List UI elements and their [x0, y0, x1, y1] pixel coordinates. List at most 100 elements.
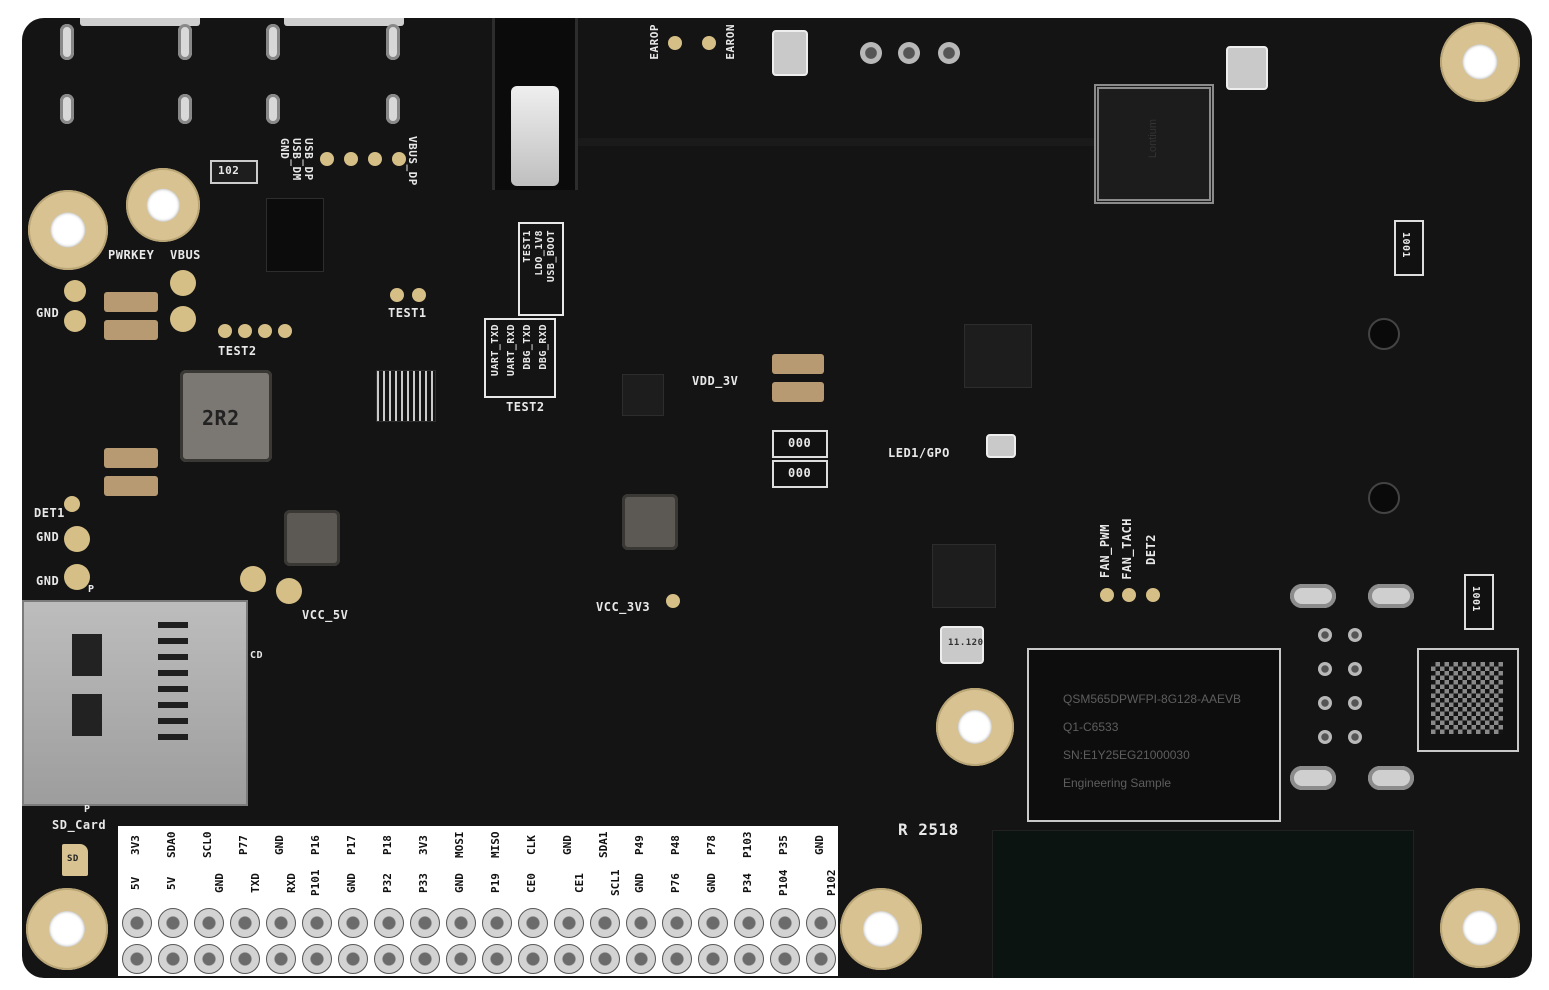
header-pin[interactable] — [158, 944, 188, 974]
label-test1-right: TEST1 — [522, 230, 533, 263]
header-pin[interactable] — [590, 908, 620, 938]
header-pin[interactable] — [338, 908, 368, 938]
test-pad — [238, 324, 252, 338]
usb-slot — [386, 94, 400, 124]
header-pin[interactable] — [518, 944, 548, 974]
header-pin[interactable] — [554, 944, 584, 974]
inductor-2r2: 2R2 — [180, 370, 272, 462]
header-pin-label: P78 — [705, 835, 718, 855]
test-pad — [668, 36, 682, 50]
header-pin[interactable] — [302, 944, 332, 974]
via — [1348, 730, 1362, 744]
header-pin[interactable] — [482, 944, 512, 974]
sd-card-slot[interactable] — [22, 600, 248, 806]
header-pin-label: P16 — [309, 835, 322, 855]
header-pin[interactable] — [194, 944, 224, 974]
crystal-11120: 11.120 — [940, 626, 984, 664]
zero-ohm-label: 000 — [788, 436, 812, 450]
header-pin-label: CE1 — [573, 873, 586, 893]
led-window — [1368, 482, 1400, 514]
label-uart-txd: UART_TXD — [490, 324, 501, 377]
header-pin[interactable] — [698, 908, 728, 938]
label-usb-dm-text: USB_DM — [290, 138, 303, 181]
header-pin-label: P102 — [825, 869, 838, 897]
header-pin[interactable] — [374, 908, 404, 938]
header-pin[interactable] — [806, 908, 836, 938]
header-pin-label: SCL0 — [201, 831, 214, 859]
header-pin[interactable] — [302, 908, 332, 938]
via — [898, 42, 920, 64]
label-p-small: P — [88, 584, 95, 595]
header-pin[interactable] — [518, 908, 548, 938]
label-ldo-1v8: LDO_1V8 — [534, 230, 545, 276]
header-pin[interactable] — [410, 944, 440, 974]
test-pad — [218, 324, 232, 338]
sd-finger — [158, 702, 188, 708]
header-pin-label: P104 — [777, 869, 790, 897]
header-pin[interactable] — [374, 944, 404, 974]
label-test2-left: TEST2 — [218, 344, 257, 358]
header-pin[interactable] — [662, 908, 692, 938]
board-revision: R 2518 — [898, 820, 959, 839]
label-fan-tach: FAN_TACH — [1120, 518, 1134, 580]
usb-c-port-right[interactable] — [284, 18, 404, 26]
header-pin[interactable] — [554, 908, 584, 938]
usb-c-port-left[interactable] — [80, 18, 200, 26]
label-pwrkey: PWRKEY — [108, 248, 155, 262]
test-pad — [666, 594, 680, 608]
header-pin-label: CLK — [525, 835, 538, 855]
header-pin-label: 3V3 — [129, 835, 142, 855]
header-pin[interactable] — [482, 908, 512, 938]
header-pin[interactable] — [446, 908, 476, 938]
header-pin-label: P32 — [381, 873, 394, 893]
header-pin[interactable] — [194, 908, 224, 938]
resistor-102-label: 102 — [218, 164, 240, 177]
header-pin[interactable] — [770, 944, 800, 974]
header-pin[interactable] — [230, 944, 260, 974]
resistor-1001: 1001 — [1394, 220, 1424, 276]
header-pin[interactable] — [266, 944, 296, 974]
resistor-102: 102 — [210, 160, 258, 184]
test-pad — [64, 280, 86, 302]
header-pin[interactable] — [266, 908, 296, 938]
header-pin[interactable] — [158, 908, 188, 938]
header-pin[interactable] — [806, 944, 836, 974]
header-pin-label: SDA1 — [597, 831, 610, 859]
resistor-1001-label: 1001 — [1400, 232, 1411, 259]
audio-jack[interactable] — [492, 18, 578, 190]
header-pin[interactable] — [698, 944, 728, 974]
debug-label-box: DBG_RXD DBG_TXD UART_RXD UART_TXD — [484, 318, 556, 398]
usb-slot — [386, 24, 400, 60]
header-pin[interactable] — [626, 944, 656, 974]
via — [1348, 628, 1362, 642]
header-pin[interactable] — [338, 944, 368, 974]
header-pin[interactable] — [122, 908, 152, 938]
header-pin[interactable] — [734, 944, 764, 974]
header-pin[interactable] — [590, 944, 620, 974]
crystal-label: 11.120 — [948, 638, 984, 648]
header-pin[interactable] — [230, 908, 260, 938]
via — [1318, 628, 1332, 642]
header-pin[interactable] — [410, 908, 440, 938]
label-det2: DET2 — [1144, 534, 1158, 565]
usb-slot — [266, 94, 280, 124]
resistor-1001-label: 1001 — [1470, 586, 1481, 613]
via — [1348, 662, 1362, 676]
ic-chip — [376, 370, 436, 422]
sd-icon-text: SD — [67, 854, 79, 864]
header-pin[interactable] — [626, 908, 656, 938]
label-test1-left: TEST1 — [388, 306, 427, 320]
header-pin[interactable] — [446, 944, 476, 974]
header-pin[interactable] — [662, 944, 692, 974]
header-pin[interactable] — [734, 908, 764, 938]
test-pad — [170, 306, 196, 332]
header-pin[interactable] — [122, 944, 152, 974]
header-pin-label: P35 — [777, 835, 790, 855]
test-pad — [320, 152, 334, 166]
sd-contact — [72, 694, 102, 736]
connector-pad — [1368, 584, 1414, 608]
ic-chip — [964, 324, 1032, 388]
header-pin[interactable] — [770, 908, 800, 938]
header-pin-label: P34 — [741, 873, 754, 893]
usb-slot — [178, 24, 192, 60]
